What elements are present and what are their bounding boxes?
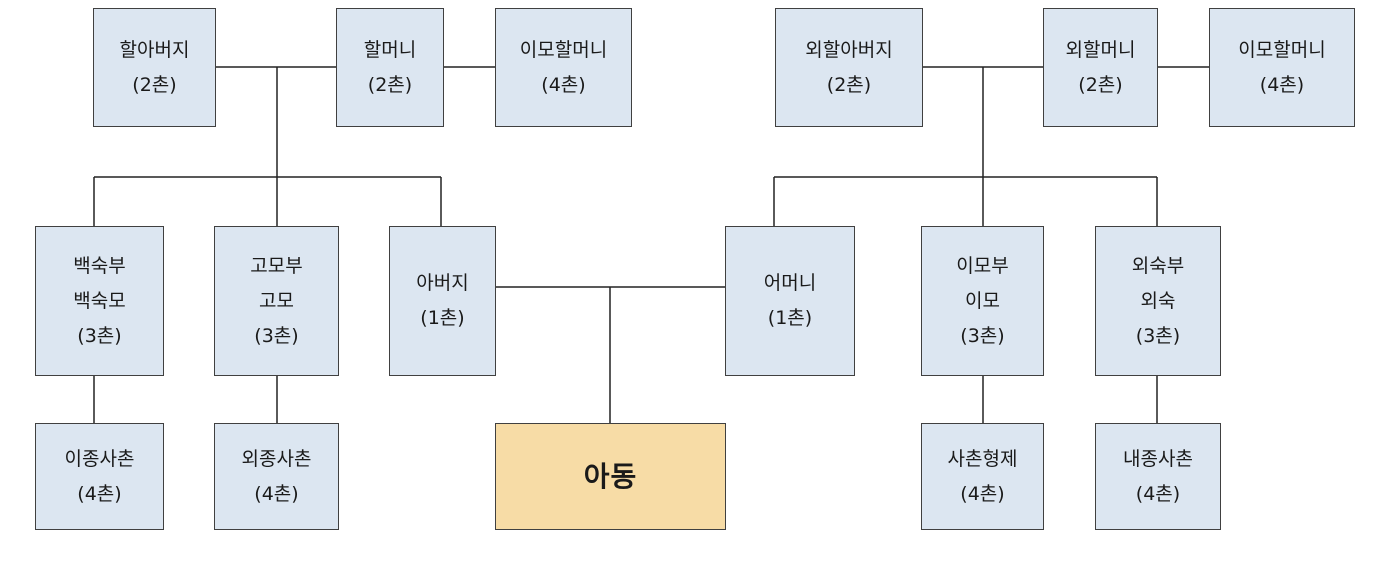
node-maternal-grandfather: 외할아버지 (2촌) xyxy=(775,8,923,127)
node-degree: (4촌) xyxy=(1259,73,1305,96)
node-uncle-maternal: 외숙부 외숙 (3촌) xyxy=(1095,226,1221,376)
node-label: 사촌형제 xyxy=(947,447,1018,470)
node-label: 외할머니 xyxy=(1065,38,1136,61)
node-father: 아버지 (1촌) xyxy=(389,226,496,376)
node-cousin-2: 외종사촌 (4촌) xyxy=(214,423,339,530)
node-label: 백숙모 xyxy=(73,289,126,312)
node-label: 이모할머니 xyxy=(519,38,608,61)
node-cousin-3: 사촌형제 (4촌) xyxy=(921,423,1044,530)
node-degree: (4촌) xyxy=(1135,482,1181,505)
node-grandfather: 할아버지 (2촌) xyxy=(93,8,216,127)
node-cousin-1: 이종사촌 (4촌) xyxy=(35,423,164,530)
node-child: 아동 xyxy=(495,423,726,530)
node-grandmother: 할머니 (2촌) xyxy=(336,8,444,127)
node-degree: (3촌) xyxy=(960,324,1005,347)
node-aunt-maternal: 이모부 이모 (3촌) xyxy=(921,226,1044,376)
node-great-aunt-maternal: 이모할머니 (4촌) xyxy=(1209,8,1355,127)
node-cousin-4: 내종사촌 (4촌) xyxy=(1095,423,1221,530)
node-label: 백숙부 xyxy=(73,254,126,277)
node-label: 외종사촌 xyxy=(241,447,312,470)
node-label: 이모부 xyxy=(956,254,1009,277)
node-degree: (4촌) xyxy=(77,482,122,505)
node-degree: (4촌) xyxy=(254,482,299,505)
node-degree: (3촌) xyxy=(254,324,299,347)
node-label: 외할아버지 xyxy=(805,38,893,61)
node-label: 아동 xyxy=(583,460,638,493)
node-label: 고모 xyxy=(259,289,294,312)
node-label: 이모 xyxy=(965,289,1000,312)
node-label: 아버지 xyxy=(416,272,469,294)
node-label: 외숙 xyxy=(1140,289,1176,312)
node-degree: (2촌) xyxy=(367,73,413,96)
node-degree: (1촌) xyxy=(420,307,465,329)
node-label: 이종사촌 xyxy=(64,447,135,470)
node-degree: (3촌) xyxy=(77,324,122,347)
node-label: 할아버지 xyxy=(119,38,190,61)
node-great-aunt-paternal: 이모할머니 (4촌) xyxy=(495,8,632,127)
node-label: 어머니 xyxy=(763,272,817,294)
node-degree: (2촌) xyxy=(132,73,177,96)
node-degree: (4촌) xyxy=(541,73,586,96)
node-degree: (3촌) xyxy=(1135,324,1181,347)
node-degree: (2촌) xyxy=(1078,73,1123,96)
node-mother: 어머니 (1촌) xyxy=(725,226,855,376)
node-label: 외숙부 xyxy=(1131,254,1185,277)
node-label: 내종사촌 xyxy=(1123,447,1193,470)
node-label: 고모부 xyxy=(250,254,303,277)
node-aunt-paternal: 고모부 고모 (3촌) xyxy=(214,226,339,376)
node-degree: (1촌) xyxy=(767,307,813,329)
node-label: 할머니 xyxy=(363,38,417,61)
node-maternal-grandmother: 외할머니 (2촌) xyxy=(1043,8,1158,127)
node-degree: (2촌) xyxy=(826,73,872,96)
node-uncle-elder: 백숙부 백숙모 (3촌) xyxy=(35,226,164,376)
node-label: 이모할머니 xyxy=(1238,38,1326,61)
node-degree: (4촌) xyxy=(960,482,1005,505)
